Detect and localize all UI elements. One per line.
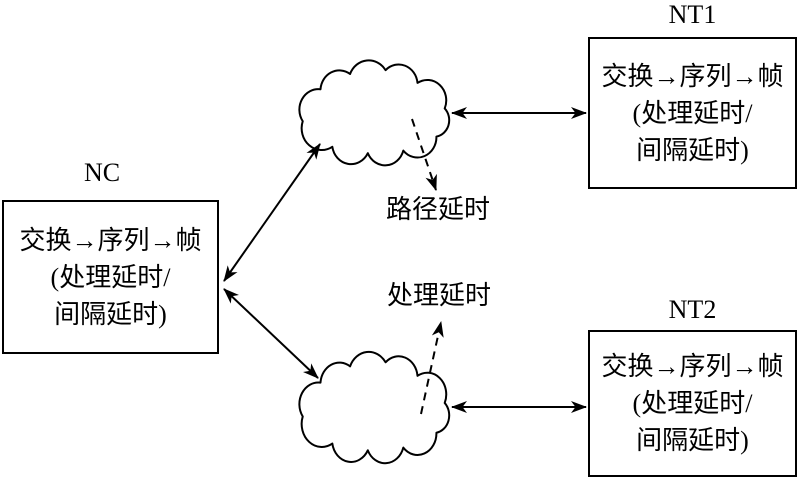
node-box-nt1: 交换→序列→帧 (处理延时/ 间隔延时)	[588, 37, 797, 189]
label-path-delay: 路径延时	[386, 195, 491, 224]
node-box-nc: 交换→序列→帧 (处理延时/ 间隔延时)	[2, 200, 219, 354]
label-processing-delay: 处理延时	[387, 281, 492, 310]
dashed-arrow-path-delay	[411, 118, 437, 191]
node-title-nc: NC	[83, 158, 121, 187]
nc-process-line: 交换→序列→帧	[19, 225, 202, 255]
arrow-nc-to-cloud-bottom	[223, 288, 319, 379]
network-cloud-bottom	[299, 352, 449, 463]
nt1-process-line: 交换→序列→帧	[601, 61, 784, 91]
nc-delay-line-2: 间隔延时)	[54, 299, 167, 329]
nt2-delay-line-2: 间隔延时)	[636, 426, 749, 455]
arrow-nc-to-cloud-top	[223, 143, 321, 282]
network-cloud-top	[299, 60, 449, 165]
nt2-delay-line-1: (处理延时/	[632, 389, 753, 418]
dashed-arrow-processing-delay	[420, 321, 444, 415]
nt2-process-line: 交换→序列→帧	[601, 352, 784, 381]
nc-delay-line-1: (处理延时/	[50, 262, 171, 292]
nt1-delay-line-2: 间隔延时)	[636, 135, 749, 165]
nt1-delay-line-1: (处理延时/	[632, 98, 753, 128]
node-box-nt2: 交换→序列→帧 (处理延时/ 间隔延时)	[588, 330, 797, 477]
node-title-nt2: NT2	[668, 295, 717, 324]
node-title-nt1: NT1	[668, 0, 717, 29]
